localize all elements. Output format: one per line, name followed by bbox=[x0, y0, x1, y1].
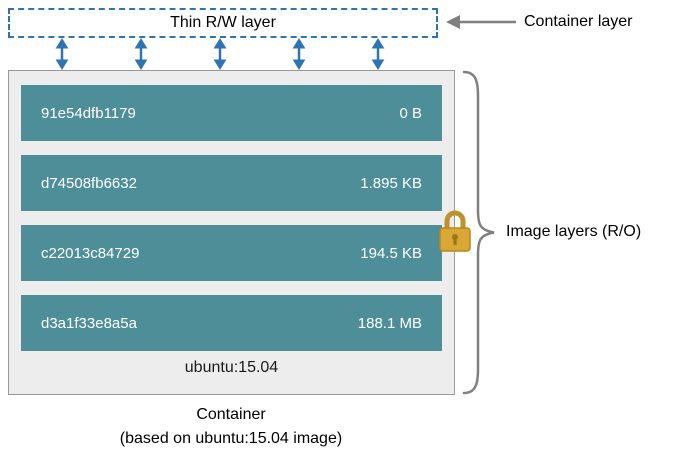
image-layers-label: Image layers (R/O) bbox=[506, 223, 642, 240]
layer-id: 91e54dfb1179 bbox=[41, 104, 136, 122]
image-layer: 91e54dfb1179 0 B bbox=[21, 85, 442, 141]
layer-size: 1.895 KB bbox=[360, 174, 422, 192]
caption: Container (based on ubuntu:15.04 image) bbox=[0, 403, 462, 451]
layer-size: 188.1 MB bbox=[357, 314, 422, 332]
layer-size: 194.5 KB bbox=[360, 244, 422, 262]
image-layer: c22013c84729 194.5 KB bbox=[21, 225, 442, 281]
image-layer: d3a1f33e8a5a 188.1 MB bbox=[21, 295, 442, 351]
caption-subtitle: (based on ubuntu:15.04 image) bbox=[119, 430, 343, 447]
layer-size: 0 B bbox=[399, 104, 422, 122]
left-arrow-icon bbox=[446, 15, 516, 29]
container-layer-label: Container layer bbox=[524, 13, 633, 30]
layer-id: d74508fb6632 bbox=[41, 174, 137, 192]
thin-rw-layer-label: Thin R/W layer bbox=[170, 14, 276, 31]
container-box: 91e54dfb1179 0 B d74508fb6632 1.895 KB c… bbox=[8, 70, 455, 395]
thin-rw-layer-box: Thin R/W layer bbox=[8, 8, 438, 38]
image-layer: d74508fb6632 1.895 KB bbox=[21, 155, 442, 211]
curly-brace-icon bbox=[462, 70, 495, 395]
lock-icon bbox=[439, 210, 471, 252]
caption-title: Container bbox=[196, 406, 266, 423]
bidirectional-arrows-icon bbox=[55, 38, 385, 70]
layer-id: d3a1f33e8a5a bbox=[41, 314, 137, 332]
layer-id: c22013c84729 bbox=[41, 244, 140, 262]
base-image-label: ubuntu:15.04 bbox=[184, 359, 279, 376]
